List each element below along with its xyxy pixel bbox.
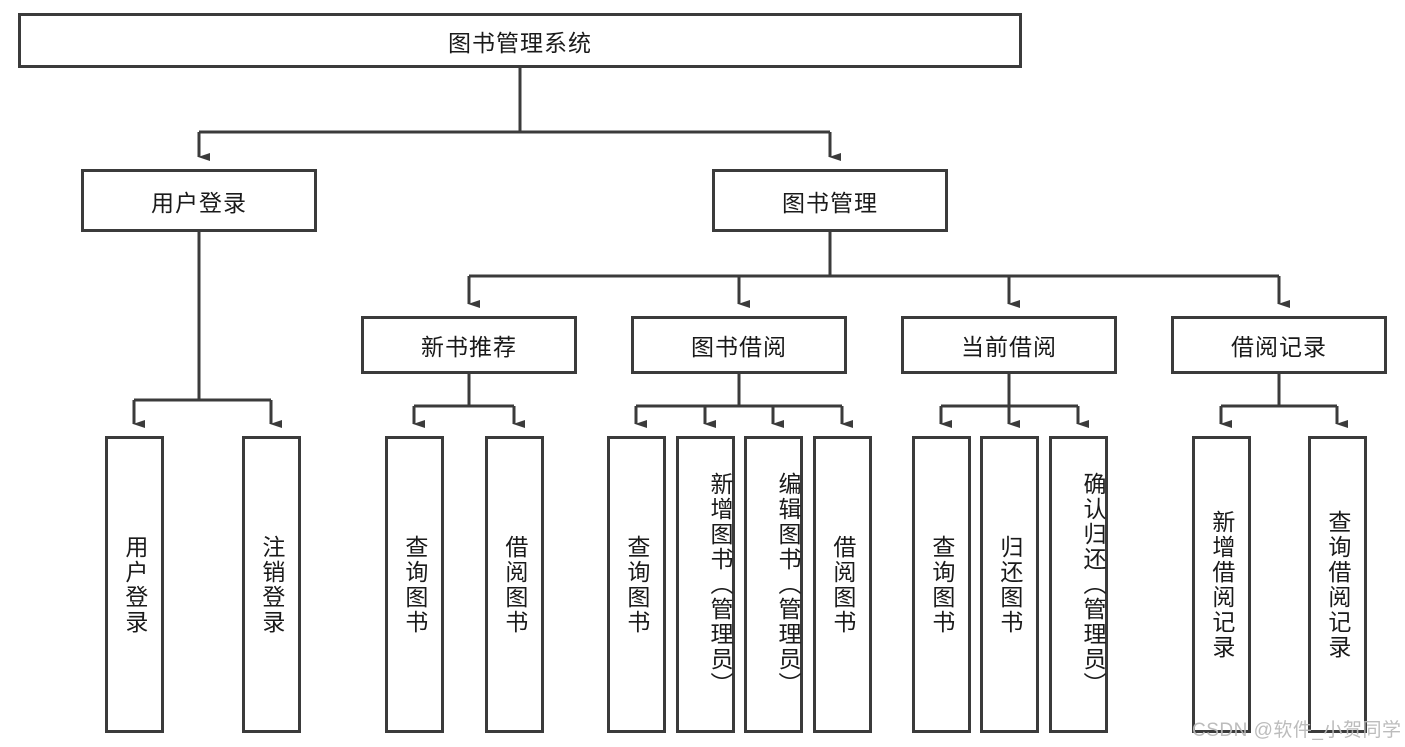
node-new-book-recommend[interactable]: 新书推荐 <box>361 316 577 374</box>
node-label: 注销登录 <box>258 534 285 635</box>
leaf-current-borrow-confirm-return-admin[interactable]: 确认归还（管理员） <box>1049 436 1108 733</box>
node-label: 查询图书 <box>401 534 428 635</box>
node-label: 借阅记录 <box>1231 334 1327 360</box>
node-label: 新增图书（管理员） <box>707 472 733 697</box>
node-root-book-management-system[interactable]: 图书管理系统 <box>18 13 1022 68</box>
leaf-book-borrow-add-book-admin[interactable]: 新增图书（管理员） <box>676 436 735 733</box>
node-label: 借阅图书 <box>829 534 856 635</box>
node-label: 新书推荐 <box>421 334 517 360</box>
node-label: 查询借阅记录 <box>1324 509 1351 660</box>
leaf-book-borrow-edit-book-admin[interactable]: 编辑图书（管理员） <box>744 436 803 733</box>
node-label: 查询图书 <box>623 534 650 635</box>
node-current-borrow[interactable]: 当前借阅 <box>901 316 1117 374</box>
node-book-management[interactable]: 图书管理 <box>712 169 948 232</box>
node-label: 当前借阅 <box>961 334 1057 360</box>
leaf-current-borrow-query-book[interactable]: 查询图书 <box>912 436 971 733</box>
node-label: 借阅图书 <box>501 534 528 635</box>
node-label: 用户登录 <box>151 189 247 216</box>
leaf-user-login-login[interactable]: 用户登录 <box>105 436 164 733</box>
node-borrow-record[interactable]: 借阅记录 <box>1171 316 1387 374</box>
leaf-new-book-query-book[interactable]: 查询图书 <box>385 436 444 733</box>
node-label: 确认归还（管理员） <box>1080 472 1106 697</box>
node-label: 归还图书 <box>996 534 1023 635</box>
node-label: 图书借阅 <box>691 334 787 360</box>
leaf-borrow-record-query-record[interactable]: 查询借阅记录 <box>1308 436 1367 733</box>
leaf-current-borrow-return-book[interactable]: 归还图书 <box>980 436 1039 733</box>
leaf-book-borrow-query-book[interactable]: 查询图书 <box>607 436 666 733</box>
node-label: 用户登录 <box>121 534 148 635</box>
node-book-borrow[interactable]: 图书借阅 <box>631 316 847 374</box>
leaf-user-login-logout[interactable]: 注销登录 <box>242 436 301 733</box>
node-label: 新增借阅记录 <box>1208 509 1235 660</box>
node-label: 编辑图书（管理员） <box>775 472 801 697</box>
leaf-book-borrow-borrow-book[interactable]: 借阅图书 <box>813 436 872 733</box>
leaf-borrow-record-add-record[interactable]: 新增借阅记录 <box>1192 436 1251 733</box>
node-label: 图书管理系统 <box>448 29 592 56</box>
node-user-login[interactable]: 用户登录 <box>81 169 317 232</box>
node-label: 查询图书 <box>928 534 955 635</box>
leaf-new-book-borrow-book[interactable]: 借阅图书 <box>485 436 544 733</box>
csdn-watermark: CSDN @软件_小贺同学 <box>1192 720 1402 741</box>
node-label: 图书管理 <box>782 189 878 216</box>
